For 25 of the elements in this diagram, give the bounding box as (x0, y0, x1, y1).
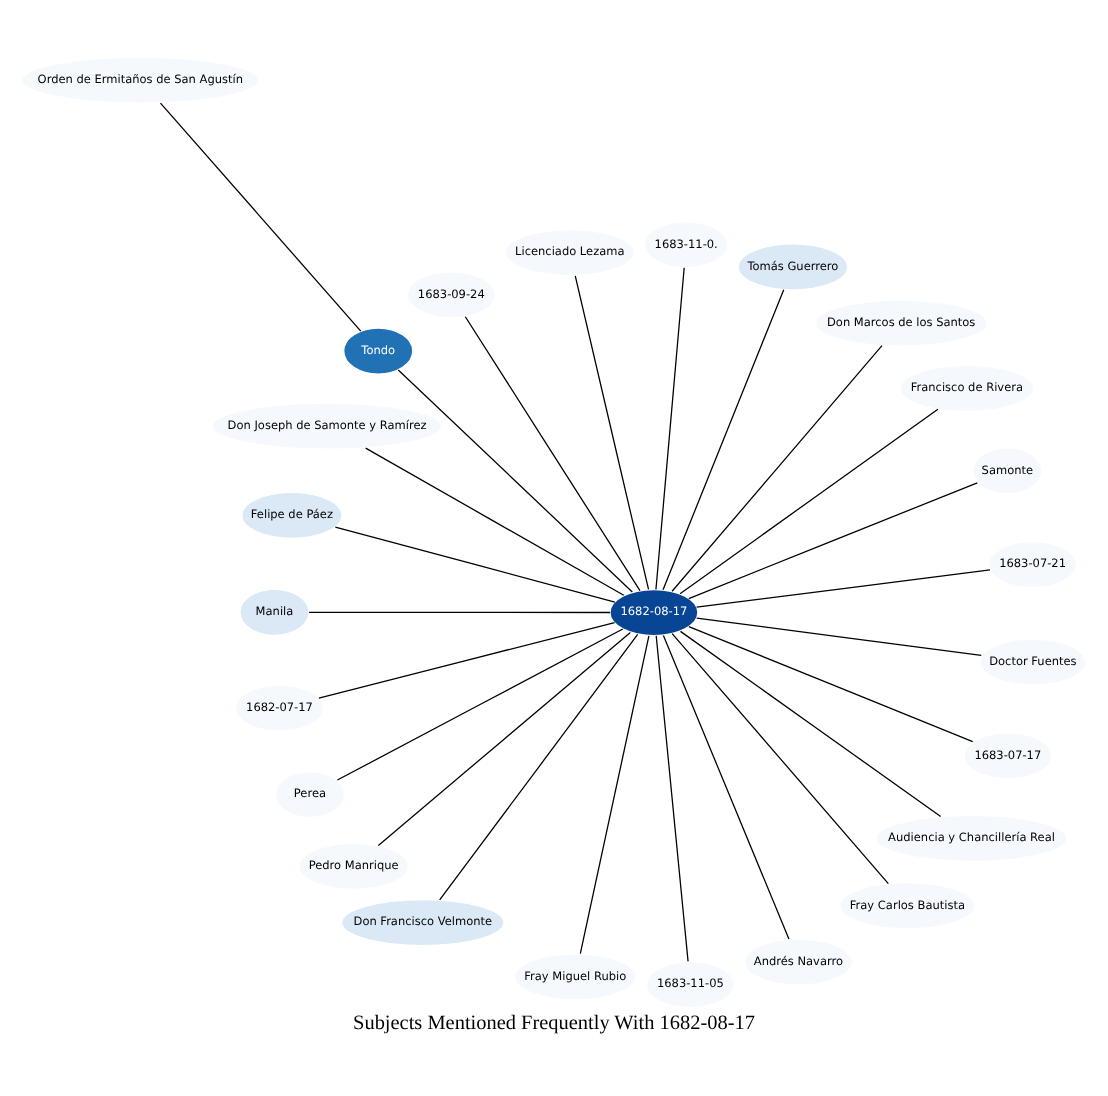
connector (159, 101, 362, 331)
connector (334, 525, 616, 602)
connector (365, 446, 625, 595)
connector (655, 266, 685, 590)
connector (377, 630, 631, 846)
connector (308, 610, 611, 613)
connector (662, 633, 790, 939)
diagram-title: Subjects Mentioned Frequently With 1682-08-17 (353, 1012, 755, 1035)
connector (696, 568, 991, 607)
connector (671, 631, 889, 884)
connector (439, 632, 639, 900)
connector (397, 368, 633, 592)
connector (688, 625, 974, 742)
connector (318, 620, 616, 698)
connector (464, 315, 641, 591)
connector (696, 616, 982, 655)
connector (688, 481, 978, 599)
connector (655, 634, 689, 961)
connector (336, 627, 624, 780)
connector (671, 344, 883, 591)
connector (679, 407, 939, 594)
connector (579, 634, 650, 954)
connector (662, 288, 785, 590)
connector (679, 629, 942, 817)
connector (574, 274, 650, 590)
